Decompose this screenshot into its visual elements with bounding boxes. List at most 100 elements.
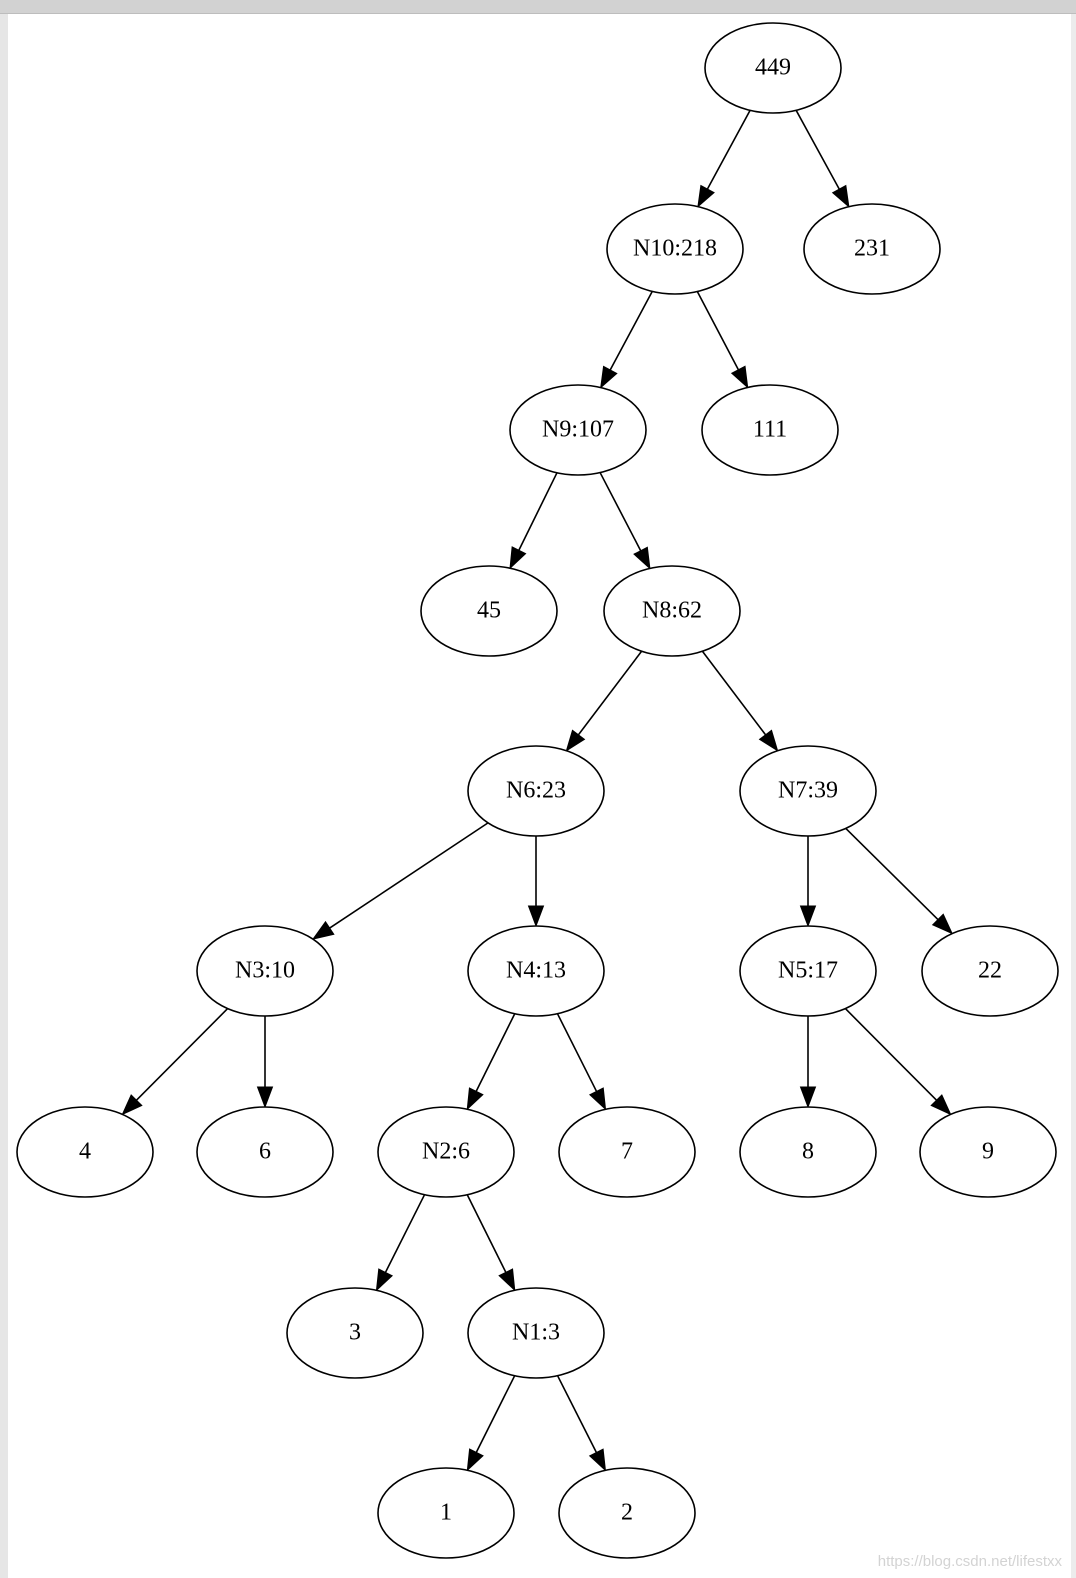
tree-node-n5: N5:17 bbox=[739, 925, 877, 1017]
edge-n1-to-l2 bbox=[556, 1375, 607, 1472]
edge-n3-to-l4 bbox=[121, 1008, 229, 1116]
arrowhead-icon bbox=[831, 184, 850, 208]
node-ellipse bbox=[467, 1287, 605, 1379]
node-ellipse bbox=[921, 925, 1059, 1017]
arrowhead-icon bbox=[730, 365, 749, 389]
edge-n9-to-n8 bbox=[599, 472, 651, 570]
edge-n8-to-n6 bbox=[565, 650, 643, 752]
arrowhead-icon bbox=[466, 1448, 484, 1472]
node-ellipse bbox=[704, 22, 842, 114]
node-ellipse bbox=[558, 1467, 696, 1559]
arrowhead-icon bbox=[931, 913, 954, 935]
node-ellipse bbox=[377, 1467, 515, 1559]
arrowhead-icon bbox=[697, 184, 715, 208]
left-gutter bbox=[0, 14, 8, 1578]
edge-line bbox=[329, 822, 489, 929]
tree-node-n2: N2:6 bbox=[377, 1106, 515, 1198]
edge-root-to-l231 bbox=[795, 109, 850, 208]
node-ellipse bbox=[196, 1106, 334, 1198]
tree-node-l2: 2 bbox=[558, 1467, 696, 1559]
edge-line bbox=[599, 472, 642, 552]
node-label: N6:23 bbox=[506, 778, 566, 804]
edge-line bbox=[135, 1008, 229, 1101]
edge-line bbox=[556, 1013, 598, 1092]
edge-n10-to-n9 bbox=[600, 291, 653, 389]
edge-root-to-n10 bbox=[697, 109, 751, 208]
tree-node-l8: 8 bbox=[739, 1106, 877, 1198]
node-ellipse bbox=[739, 745, 877, 837]
node-label: N4:13 bbox=[506, 958, 566, 984]
tree-node-l4: 4 bbox=[16, 1106, 154, 1198]
edge-line bbox=[845, 827, 939, 921]
arrowhead-icon bbox=[466, 1087, 484, 1111]
edge-line bbox=[706, 109, 751, 190]
top-bar bbox=[0, 0, 1076, 14]
edge-line bbox=[701, 650, 767, 736]
node-ellipse bbox=[558, 1106, 696, 1198]
node-ellipse bbox=[919, 1106, 1057, 1198]
tree-node-n8: N8:62 bbox=[603, 565, 741, 657]
edge-line bbox=[696, 291, 740, 371]
node-ellipse bbox=[420, 565, 558, 657]
node-label: 111 bbox=[753, 417, 787, 443]
node-label: 449 bbox=[755, 55, 791, 81]
tree-node-root: 449 bbox=[704, 22, 842, 114]
node-label: N10:218 bbox=[633, 236, 717, 262]
edge-line bbox=[475, 1013, 516, 1092]
edge-n1-to-l1 bbox=[466, 1375, 516, 1472]
arrowhead-icon bbox=[588, 1087, 607, 1111]
node-label: 45 bbox=[477, 598, 501, 624]
arrowhead-icon bbox=[527, 905, 545, 928]
edge-line bbox=[518, 472, 558, 551]
watermark-text: https://blog.csdn.net/lifestxx bbox=[877, 1553, 1062, 1570]
edge-line bbox=[475, 1375, 516, 1453]
tree-node-n4: N4:13 bbox=[467, 925, 605, 1017]
node-ellipse bbox=[509, 384, 647, 476]
edge-line bbox=[844, 1008, 938, 1101]
arrowhead-icon bbox=[799, 905, 817, 928]
arrowhead-icon bbox=[600, 365, 618, 389]
edge-n2-to-n1 bbox=[466, 1194, 516, 1292]
arrowhead-icon bbox=[375, 1268, 394, 1292]
node-label: 3 bbox=[349, 1320, 361, 1346]
edge-n8-to-n7 bbox=[701, 650, 779, 752]
tree-node-l45: 45 bbox=[420, 565, 558, 657]
node-ellipse bbox=[701, 384, 839, 476]
tree-node-l1: 1 bbox=[377, 1467, 515, 1559]
node-ellipse bbox=[603, 565, 741, 657]
tree-node-n9: N9:107 bbox=[509, 384, 647, 476]
edge-n6-to-n3 bbox=[311, 822, 489, 940]
tree-node-n7: N7:39 bbox=[739, 745, 877, 837]
arrowhead-icon bbox=[565, 729, 586, 752]
tree-node-l22: 22 bbox=[921, 925, 1059, 1017]
tree-node-l111: 111 bbox=[701, 384, 839, 476]
edge-n3-to-l6 bbox=[256, 1016, 274, 1109]
arrowhead-icon bbox=[930, 1094, 952, 1116]
edge-n4-to-l7 bbox=[556, 1013, 607, 1111]
node-ellipse bbox=[286, 1287, 424, 1379]
node-ellipse bbox=[739, 925, 877, 1017]
node-label: N1:3 bbox=[512, 1320, 560, 1346]
edge-line bbox=[609, 291, 653, 371]
arrowhead-icon bbox=[799, 1086, 817, 1109]
edge-n4-to-n2 bbox=[466, 1013, 516, 1111]
edge-line bbox=[556, 1375, 598, 1453]
node-label: N2:6 bbox=[422, 1139, 470, 1165]
node-label: 1 bbox=[440, 1500, 452, 1526]
arrowhead-icon bbox=[311, 920, 335, 940]
node-ellipse bbox=[16, 1106, 154, 1198]
tree-node-l3: 3 bbox=[286, 1287, 424, 1379]
node-label: 4 bbox=[79, 1139, 91, 1165]
node-label: 8 bbox=[802, 1139, 814, 1165]
edge-n7-to-n5 bbox=[799, 836, 817, 928]
edge-n9-to-l45 bbox=[509, 472, 558, 570]
edge-n10-to-l111 bbox=[696, 291, 749, 389]
tree-node-n6: N6:23 bbox=[467, 745, 605, 837]
tree-node-n1: N1:3 bbox=[467, 1287, 605, 1379]
node-label: 7 bbox=[621, 1139, 633, 1165]
edge-n5-to-l8 bbox=[799, 1016, 817, 1109]
node-label: N7:39 bbox=[778, 778, 838, 804]
edge-n7-to-l22 bbox=[845, 827, 954, 935]
node-label: N5:17 bbox=[778, 958, 838, 984]
